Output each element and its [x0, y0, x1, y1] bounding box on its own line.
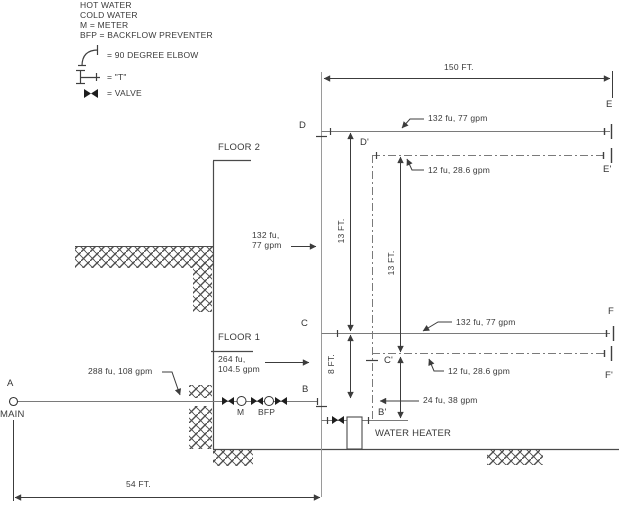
tee-e: [603, 124, 613, 139]
legend-symbols: [76, 45, 100, 98]
flow-branch-c-f: 132 fu, 77 gpm: [456, 317, 516, 327]
meter-circle-icon: [236, 396, 247, 406]
legend-meter: M = METER: [80, 20, 129, 30]
cold-water-piping: [17, 72, 610, 497]
meter-label: M: [237, 407, 245, 417]
annotation-leaders: [162, 118, 452, 405]
floor1-label: FLOOR 1: [218, 332, 261, 343]
node-b-prime: B': [378, 407, 387, 418]
flow-heater-hot: 24 fu, 38 gpm: [423, 395, 478, 405]
flow-service: 288 fu, 108 gpm: [88, 366, 153, 376]
water-heater-box: [346, 416, 363, 450]
flow-riser-floor2-1: 132 fu,: [252, 230, 280, 240]
hot-water-piping: [372, 155, 607, 420]
node-f: F: [608, 306, 615, 317]
node-b: B: [302, 384, 309, 395]
dim-13ft-cold-label: 13 FT.: [336, 218, 346, 244]
node-c-prime: C': [384, 355, 394, 366]
node-a: A: [7, 378, 14, 389]
tee-f-prime: [603, 346, 613, 361]
bfp-valve-left-icon: [251, 397, 263, 405]
elbow-90-icon: [78, 45, 99, 67]
legend-hot-water: HOT WATER: [80, 0, 132, 10]
node-f-prime: F': [605, 370, 614, 381]
node-e-prime: E': [603, 164, 612, 175]
leader-branch-dp-ep: [406, 158, 424, 171]
flow-branch-dp-ep: 12 fu, 28.6 gpm: [428, 165, 491, 175]
junction-ticks: [316, 128, 378, 424]
dim-150ft-label: 150 FT.: [444, 62, 474, 72]
bfp-circle-icon: [264, 396, 274, 406]
main-connection-icon: [8, 396, 19, 407]
heater-valve-icon: [332, 416, 344, 424]
legend-valve-label: = VALVE: [107, 88, 142, 98]
legend-elbow-label: = 90 DEGREE ELBOW: [107, 50, 199, 60]
dim-54ft-label: 54 FT.: [126, 479, 151, 489]
flow-branch-d-e: 132 fu, 77 gpm: [428, 113, 488, 123]
dim-8ft-label: 8 FT.: [326, 354, 336, 374]
flow-branch-cp-fp: 12 fu, 28.6 gpm: [448, 366, 511, 376]
node-d: D: [299, 120, 307, 131]
flow-riser-floor1-1: 264 fu,: [218, 354, 246, 364]
tee-end-symbols: [602, 124, 615, 361]
node-c: C: [301, 318, 309, 329]
node-d-prime: D': [360, 137, 370, 148]
earth-hatch: [75, 246, 543, 466]
legend-tee-label: = "T": [107, 72, 127, 82]
valve-icon: [84, 89, 98, 98]
water-heater-label: WATER HEATER: [375, 428, 452, 439]
leader-branch-c-f: [422, 321, 452, 332]
flow-riser-floor2-2: 77 gpm: [252, 240, 282, 250]
leader-branch-d-e: [401, 118, 424, 129]
tee-f: [605, 326, 615, 341]
legend-cold-water: COLD WATER: [80, 10, 138, 20]
meter-valve-icon: [222, 397, 234, 405]
bfp-valve-right-icon: [275, 397, 287, 405]
flow-riser-floor1-2: 104.5 gpm: [218, 364, 260, 374]
tee-e-prime: [602, 148, 613, 163]
equipment-symbols: [8, 396, 363, 450]
node-e: E: [606, 99, 613, 110]
dim-13ft-hot-label: 13 FT.: [386, 250, 396, 276]
leader-service-flow: [162, 371, 182, 396]
leader-branch-cp-fp: [428, 358, 444, 372]
tee-icon: [76, 69, 100, 85]
dimension-lines: [13, 71, 613, 501]
main-label: MAIN: [0, 409, 25, 420]
floor2-label: FLOOR 2: [218, 142, 261, 153]
legend-bfp: BFP = BACKFLOW PREVENTER: [80, 30, 213, 40]
bfp-label: BFP: [258, 407, 276, 417]
